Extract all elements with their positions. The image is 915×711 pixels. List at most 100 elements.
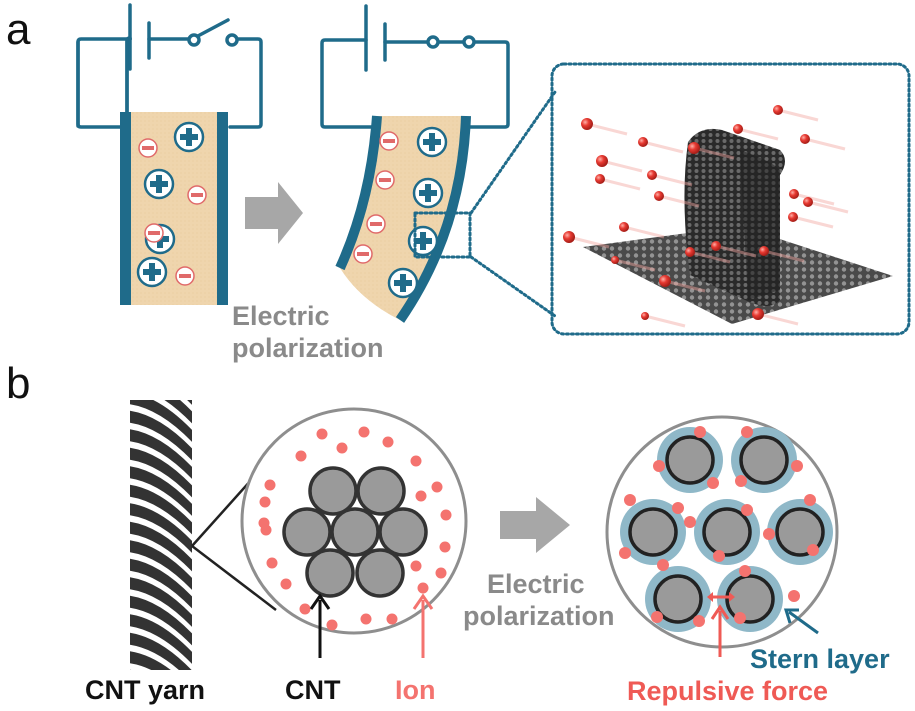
ion-trail	[586, 122, 628, 136]
ion-trail	[614, 258, 656, 272]
ion-dot	[672, 502, 684, 514]
ion-trail	[642, 140, 684, 154]
ion-dot	[386, 613, 398, 625]
ion-trail	[644, 314, 686, 328]
label-repulsive-force: Repulsive force	[627, 676, 828, 706]
ion-trail	[793, 192, 835, 206]
anion-icon	[379, 131, 399, 151]
cnt-tube	[725, 574, 775, 624]
ion-sphere	[638, 137, 648, 147]
cation-icon	[143, 168, 175, 200]
ion-trail	[757, 312, 799, 326]
ion-dot	[734, 612, 746, 624]
arrow-caption-a-line1: Electric	[232, 301, 330, 331]
cnt-tube	[356, 466, 406, 516]
ion-dot	[336, 442, 348, 454]
cnt-tube	[355, 548, 405, 598]
ion-sphere	[619, 222, 629, 232]
anion-icon	[138, 138, 158, 158]
ion-dot	[440, 509, 452, 521]
ions-before	[258, 426, 452, 631]
anion-icon	[187, 185, 207, 205]
ion-trail	[763, 249, 805, 263]
label-cnt: CNT	[285, 675, 341, 705]
ion-sphere	[759, 246, 769, 256]
ion-trail	[664, 279, 706, 293]
anion-icon	[353, 244, 373, 264]
process-arrow-b	[500, 497, 570, 553]
ion-dot	[295, 450, 307, 462]
ion-trail	[807, 200, 849, 214]
ion-trail	[623, 225, 665, 239]
cnt-pointer-arrowhead	[309, 593, 331, 610]
zoom-callout	[413, 62, 911, 336]
stern-pointer-arrow	[788, 610, 819, 635]
anion-icon	[144, 223, 164, 243]
ion-dot	[684, 516, 696, 528]
ion-trail	[651, 173, 693, 187]
ion-dot	[299, 603, 311, 615]
ion-dot	[435, 567, 447, 579]
ion-sphere	[563, 231, 575, 243]
label-cnt-yarn: CNT yarn	[85, 675, 205, 705]
ion-trail	[658, 194, 700, 208]
ion-sphere	[803, 197, 813, 207]
ion-dot	[280, 578, 292, 590]
repulsive-pointer-arrowhead	[710, 604, 730, 620]
yarn-strand	[130, 447, 192, 498]
label-stern-layer: Stern layer	[750, 644, 890, 674]
yarn-strand	[187, 400, 192, 405]
arrow-caption-b-line2: polarization	[463, 601, 615, 631]
cnt-tube	[305, 548, 355, 598]
ion-dot	[410, 455, 422, 467]
yarn-strand	[130, 466, 192, 516]
ion-dot	[382, 436, 394, 448]
ion-dot	[260, 524, 272, 536]
ion-trail	[568, 235, 610, 249]
ion-sphere	[800, 134, 810, 144]
cnt-tube	[282, 507, 332, 557]
ions-straight	[136, 121, 207, 288]
ion-sphere	[773, 105, 783, 115]
yarn-strand	[130, 484, 192, 535]
ion-sphere	[647, 170, 657, 180]
label-ion: Ion	[395, 675, 436, 705]
cnt-tube	[702, 507, 752, 557]
cation-icon	[407, 225, 439, 257]
cation-icon	[136, 256, 168, 288]
ion-dot	[657, 559, 669, 571]
actuator-bent	[335, 115, 471, 323]
ion-sphere	[641, 312, 649, 320]
cnt-bundle-before	[282, 466, 428, 598]
panel-label-b: b	[6, 359, 30, 408]
ion-dot	[735, 475, 747, 487]
inset-graphene-cnt	[583, 128, 893, 324]
yarn-strand	[130, 614, 192, 664]
ion-trail	[599, 177, 641, 191]
ion-dot	[713, 550, 725, 562]
yarn-strand	[130, 651, 171, 670]
ion-dot	[259, 496, 271, 508]
ion-sphere	[595, 174, 605, 184]
ion-dot	[619, 547, 631, 559]
cation-icon	[387, 267, 419, 299]
yarn-strand	[130, 429, 192, 479]
ion-dot	[807, 544, 819, 556]
anion-icon	[366, 214, 386, 234]
ion-dot	[804, 494, 816, 506]
ion-sphere	[688, 142, 700, 154]
ion-sphere	[659, 275, 671, 287]
ion-sphere	[789, 189, 799, 199]
ion-trail	[715, 244, 757, 258]
ion-dot	[358, 426, 370, 438]
ion-pointer-arrowhead	[412, 593, 434, 610]
yarn-strand	[130, 410, 192, 461]
ion-dot	[266, 557, 278, 569]
ion-dot	[624, 494, 636, 506]
yarn-strand	[130, 595, 192, 646]
cnt-tube	[308, 466, 358, 516]
ion-dot	[763, 528, 775, 540]
ion-dot	[653, 460, 665, 472]
